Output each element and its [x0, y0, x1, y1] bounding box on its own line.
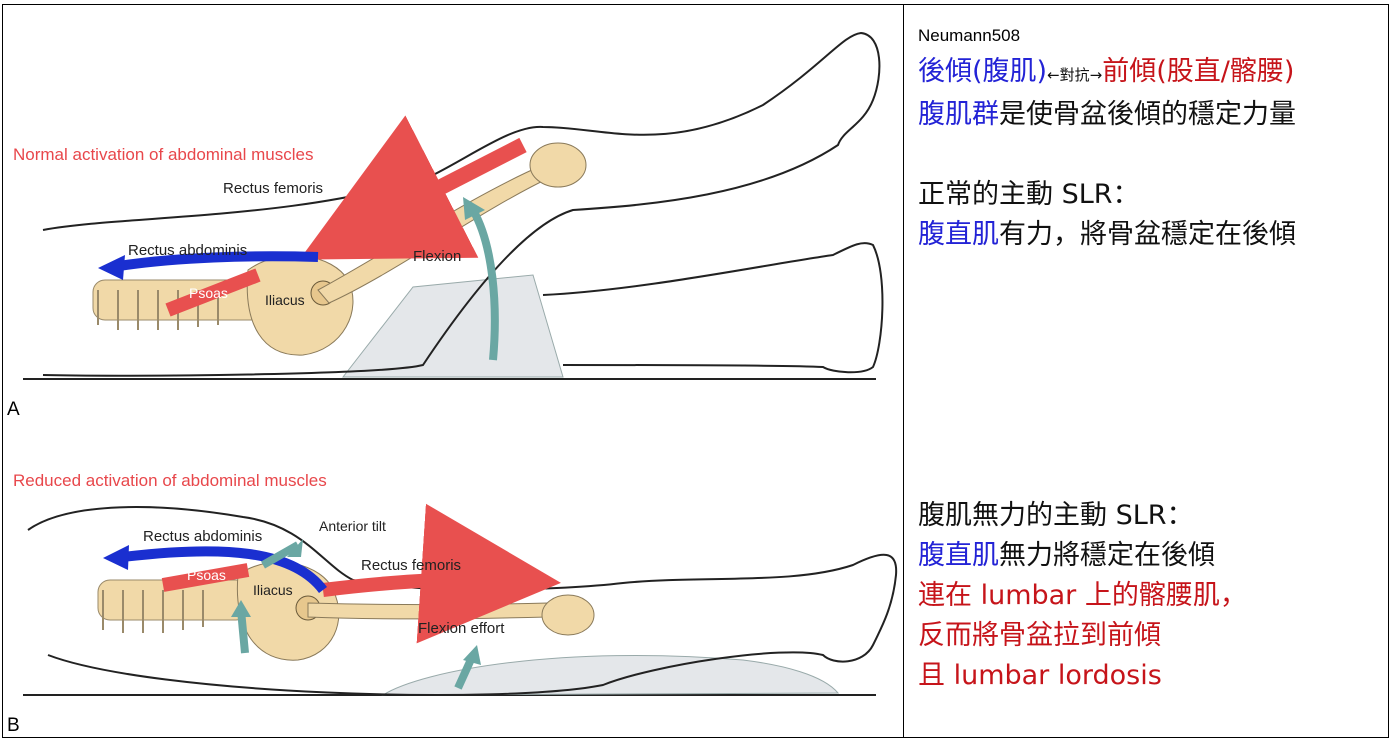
rectus-femoris-arrow-a [299, 115, 527, 260]
anterior-tilt-head-bottom [231, 600, 251, 617]
label-flexion-a: Flexion [413, 248, 461, 265]
weak-line1-desc: 無力將穩定在後傾 [999, 540, 1215, 571]
rectus-abdominis-head-b [103, 545, 129, 570]
posterior-tilt-text: 後傾(腹肌) [918, 56, 1048, 87]
knee-a [529, 142, 587, 188]
slr-illustration: Normal activation of abdominal muscles R… [3, 5, 903, 737]
source-label: Neumann508 [918, 26, 1021, 45]
flexion-effort-head [463, 645, 481, 665]
anterior-tilt-arrow-top [261, 541, 300, 569]
rectus-abdominis-arrow-b [122, 546, 327, 594]
weak-slr-line4: 且 lumbar lordosis [918, 660, 1162, 691]
label-psoas-a: Psoas [189, 285, 228, 301]
spine-b [97, 579, 249, 633]
notes-top: Neumann508 後傾(腹肌)←對抗→前傾(股直/髂腰) 腹肌群是使骨盆後傾… [918, 26, 1383, 255]
anterior-tilt-arrow-bottom [237, 609, 249, 654]
knee-b [541, 594, 595, 636]
versus-text: ←對抗→ [1047, 66, 1103, 84]
panel-letter-b: B [7, 715, 20, 736]
lower-leg-a [542, 242, 884, 374]
rectus-abdominis-arrow-a [112, 251, 319, 272]
support-wedge-a [341, 274, 564, 378]
label-rectus-femoris-a: Rectus femoris [223, 180, 323, 197]
caption-b: Reduced activation of abdominal muscles [13, 471, 327, 490]
anterior-tilt-head-top [287, 539, 303, 557]
caption-a: Normal activation of abdominal muscles [13, 145, 313, 164]
abdominal-role-line: 腹肌群是使骨盆後傾的穩定力量 [918, 95, 1383, 135]
label-anterior-tilt-b: Anterior tilt [319, 518, 386, 534]
weak-slr-line2: 連在 lumbar 上的髂腰肌， [918, 580, 1247, 611]
psoas-a [165, 268, 261, 317]
label-flexion-effort-b: Flexion effort [418, 620, 505, 637]
label-rectus-abdominis-b: Rectus abdominis [143, 528, 262, 545]
normal-slr-desc: 有力，將骨盆穩定在後傾 [999, 219, 1296, 250]
anterior-tilt-text: 前傾(股直/髂腰) [1102, 56, 1295, 87]
weak-rectus-text: 腹直肌 [918, 540, 999, 571]
flexion-arrowhead-a [463, 197, 485, 220]
rectus-abdominis-text: 腹直肌 [918, 219, 999, 250]
panel-b: Reduced activation of abdominal muscles … [7, 471, 898, 736]
notes-bottom: 腹肌無力的主動 SLR： 腹直肌無力將穩定在後傾 連在 lumbar 上的髂腰肌… [918, 496, 1383, 696]
weak-slr-title: 腹肌無力的主動 SLR： [918, 500, 1194, 531]
slide-frame [2, 4, 1389, 738]
label-rectus-femoris-b: Rectus femoris [361, 557, 461, 574]
panel-letter-a: A [7, 399, 20, 420]
abdominal-role-text: 是使骨盆後傾的穩定力量 [999, 99, 1296, 130]
normal-slr-title: 正常的主動 SLR： [918, 179, 1140, 210]
label-rectus-abdominis-a: Rectus abdominis [128, 242, 247, 259]
tilt-opposition-line: 後傾(腹肌)←對抗→前傾(股直/髂腰) [918, 52, 1383, 95]
slr-figure-svg: Normal activation of abdominal muscles R… [7, 31, 898, 736]
body-outline-b [27, 506, 898, 696]
panel-a: Normal activation of abdominal muscles R… [7, 31, 884, 420]
normal-slr-body: 腹直肌有力，將骨盆穩定在後傾 [918, 215, 1383, 255]
rectus-abdominis-head-a [98, 255, 125, 280]
support-b [381, 654, 840, 696]
label-psoas-b: Psoas [187, 567, 226, 583]
label-iliacus-a: Iliacus [265, 292, 305, 308]
weak-slr-line3: 反而將骨盆拉到前傾 [918, 620, 1161, 651]
femur-b [307, 602, 549, 620]
column-divider [903, 4, 904, 738]
abdominal-group-text: 腹肌群 [918, 99, 999, 130]
weak-slr-line1: 腹直肌無力將穩定在後傾 [918, 536, 1383, 576]
rectus-femoris-arrow-b [322, 503, 561, 644]
psoas-b [161, 563, 250, 592]
flexion-arrow-a [469, 208, 499, 361]
label-iliacus-b: Iliacus [253, 582, 293, 598]
